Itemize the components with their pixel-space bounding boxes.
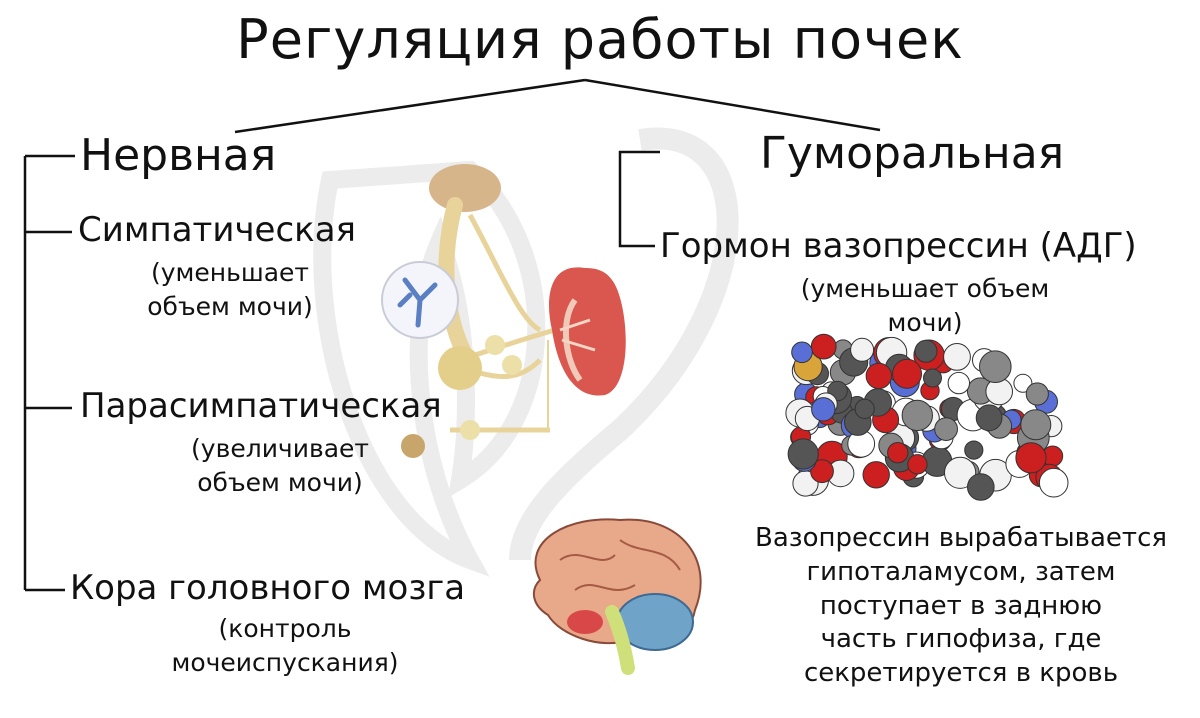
sympathetic-note: (уменьшает объем мочи)	[110, 256, 350, 324]
page-title: Регуляция работы почек	[236, 8, 964, 71]
molecule-atom	[850, 337, 875, 362]
molecule-atom	[1025, 382, 1049, 406]
molecule-atom	[975, 404, 1003, 432]
nervous-heading: Нервная	[80, 130, 277, 181]
molecule-atom	[810, 333, 837, 360]
sympathetic-label: Симпатическая	[78, 210, 356, 250]
molecule-atom	[923, 368, 942, 388]
cortex-note-line: мочеиспускания)	[171, 647, 399, 677]
molecule-atom	[901, 399, 933, 432]
molecule-atom	[947, 371, 970, 395]
parasympathetic-note-line: (увеличивает	[191, 434, 369, 463]
cortex-note: (контроль мочеиспускания)	[120, 612, 450, 680]
molecule-atom	[967, 473, 995, 501]
description-line: секретируется в кровь	[803, 658, 1119, 689]
description-line: поступает в заднюю	[819, 590, 1103, 621]
molecule-atom	[964, 440, 984, 460]
molecule-atom	[887, 442, 909, 464]
parasympathetic-note: (увеличивает объем мочи)	[160, 432, 400, 500]
molecule-atom	[854, 398, 875, 419]
molecule-atom	[862, 461, 890, 489]
hormone-note-line: мочи)	[887, 307, 963, 337]
molecule-atom	[1020, 409, 1052, 441]
description-line: гипоталамусом, затем	[806, 556, 1116, 587]
molecule-atom	[943, 343, 971, 371]
molecule-atom	[914, 339, 938, 363]
molecule-atom	[810, 459, 834, 484]
molecule-atom	[1038, 467, 1069, 498]
molecule-atom	[791, 341, 813, 364]
parasympathetic-label: Парасимпатическая	[80, 386, 442, 426]
hormone-note: (уменьшает объем мочи)	[760, 272, 1090, 340]
sympathetic-note-line: (уменьшает	[150, 258, 309, 287]
molecule-atom	[811, 397, 836, 422]
cortex-label: Кора головного мозга	[70, 568, 466, 608]
molecule-atom	[944, 456, 977, 489]
parasympathetic-note-line: объем мочи)	[197, 467, 363, 497]
description-line: часть гипофиза, где	[820, 624, 1102, 655]
molecule-atom	[1013, 373, 1033, 393]
sympathetic-note-line: объем мочи)	[147, 291, 313, 321]
hormone-label: Гормон вазопрессин (АДГ)	[660, 226, 1137, 266]
molecule-atom	[907, 454, 928, 475]
vasopressin-description: Вазопрессин вырабатывается гипоталамусом…	[728, 522, 1194, 691]
description-line: Вазопрессин вырабатывается	[754, 523, 1167, 553]
molecule-atom	[979, 350, 1012, 384]
molecule-atom	[787, 438, 819, 470]
hormone-note-line: (уменьшает объем	[800, 274, 1050, 303]
molecule-atom	[1015, 442, 1047, 474]
humoral-heading: Гуморальная	[760, 128, 1065, 179]
molecule-atom	[892, 358, 922, 389]
molecule-atom	[934, 417, 958, 442]
cortex-note-line: (контроль	[218, 614, 352, 643]
